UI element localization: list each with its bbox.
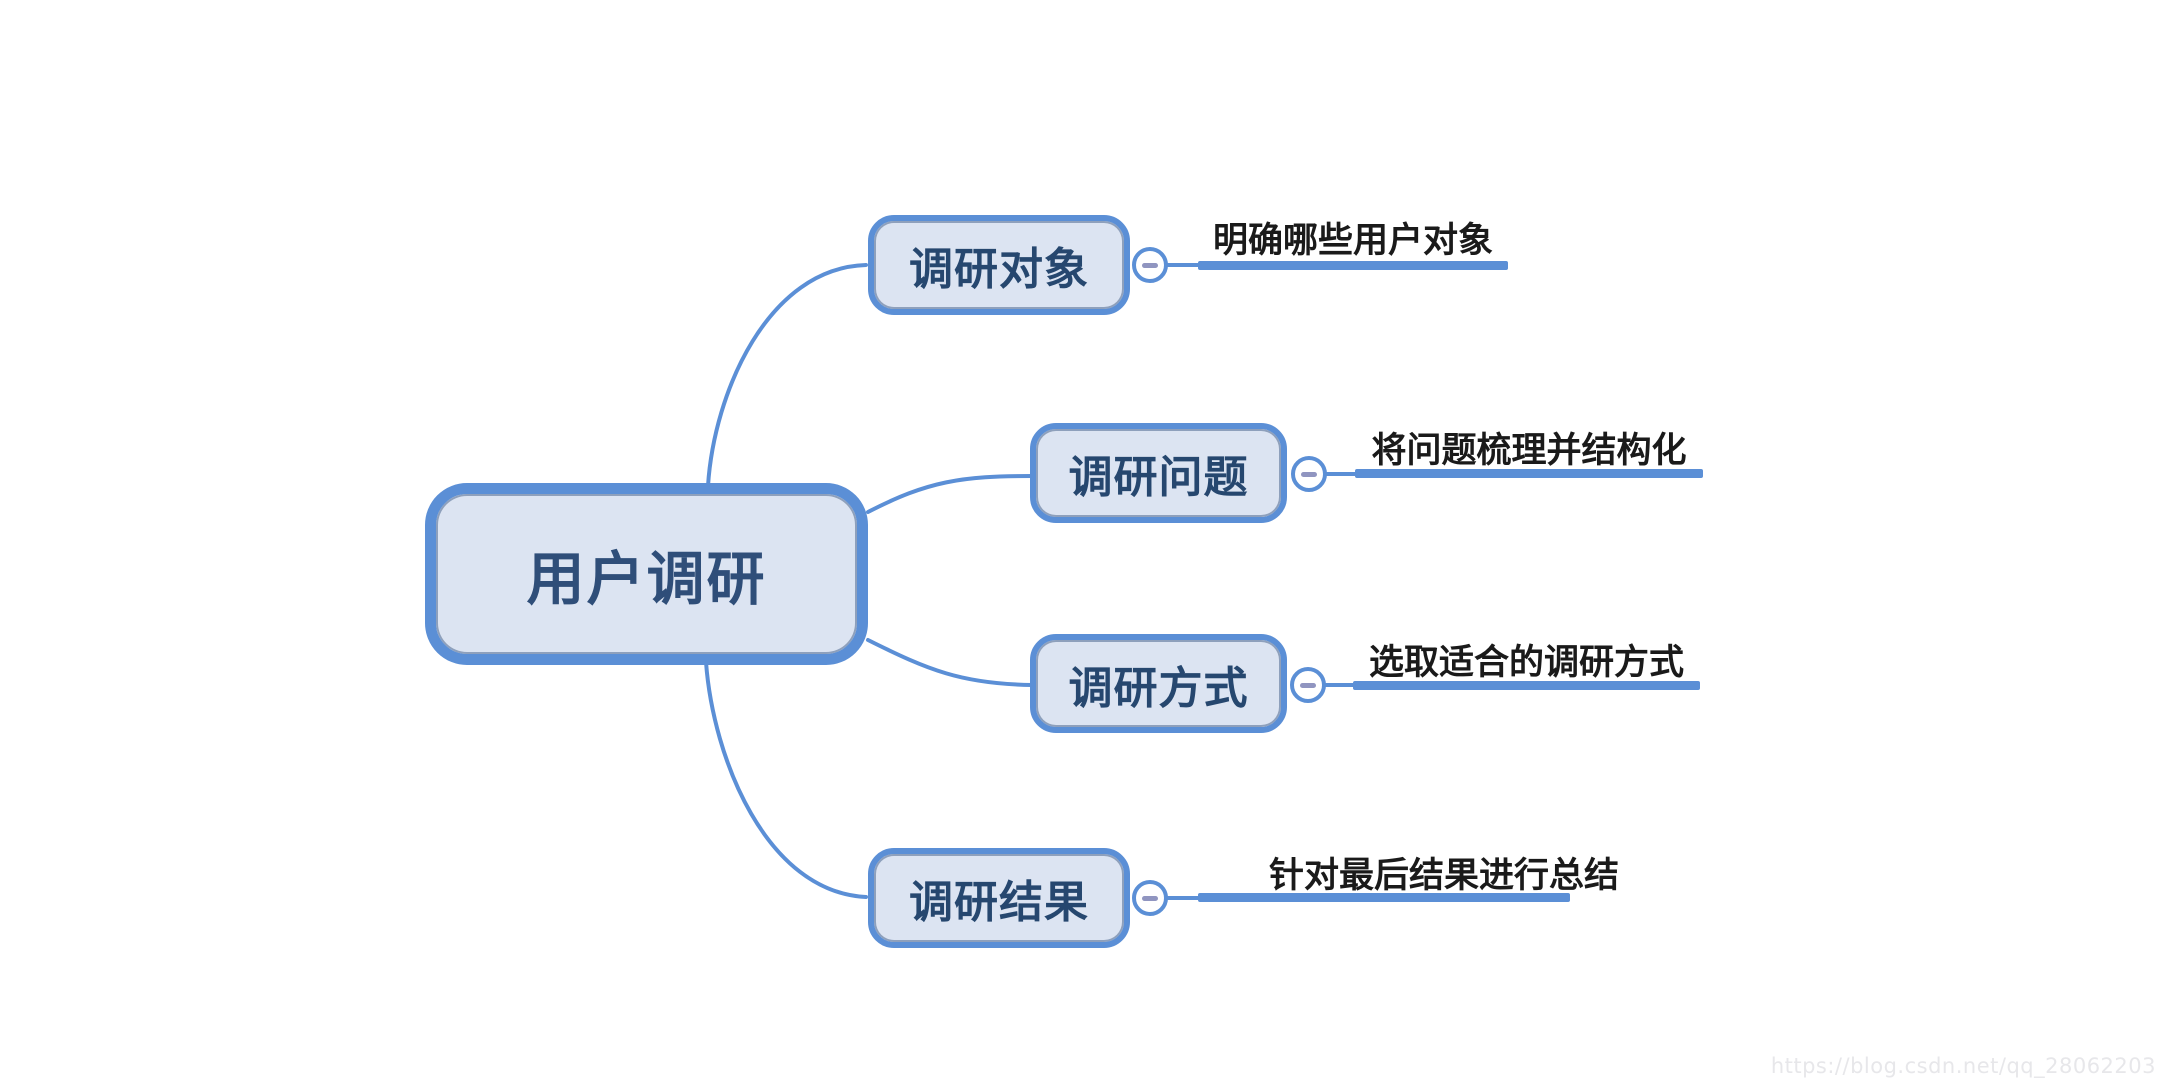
minus-icon <box>1300 682 1316 688</box>
topic-node-1-label: 调研对象 <box>909 244 1089 295</box>
connector-line-4 <box>1164 896 1204 900</box>
collapse-button-3[interactable] <box>1290 667 1326 703</box>
child-topic-4[interactable]: 针对最后结果进行总结 <box>1268 856 1619 896</box>
topic-node-4-label: 调研结果 <box>909 877 1089 928</box>
topic-node-2-label: 调研问题 <box>1068 452 1249 503</box>
topic-node-1[interactable]: 调研对象 <box>868 215 1130 315</box>
child-topic-3[interactable]: 选取适合的调研方式 <box>1368 643 1684 683</box>
curve-to-topic-3 <box>866 638 1034 687</box>
collapse-button-4[interactable] <box>1132 880 1168 916</box>
topic-node-4[interactable]: 调研结果 <box>868 848 1130 948</box>
minus-icon <box>1142 895 1158 901</box>
minus-icon <box>1301 471 1317 477</box>
collapse-button-2[interactable] <box>1291 456 1327 492</box>
connector-line-3 <box>1322 683 1359 687</box>
curve-to-topic-4 <box>704 660 868 899</box>
collapse-button-1[interactable] <box>1132 247 1168 283</box>
child-branch-line-2 <box>1355 469 1703 478</box>
root-node-label: 用户调研 <box>526 545 767 613</box>
child-topic-2[interactable]: 将问题梳理并结构化 <box>1371 431 1687 471</box>
curve-to-topic-2 <box>866 474 1034 514</box>
topic-node-2[interactable]: 调研问题 <box>1030 423 1287 523</box>
topic-node-3[interactable]: 调研方式 <box>1030 634 1287 733</box>
topic-node-3-label: 调研方式 <box>1068 662 1249 714</box>
watermark: https://blog.csdn.net/qq_28062203 <box>1770 1054 2156 1078</box>
child-branch-line-1 <box>1198 261 1508 270</box>
connector-line-2 <box>1323 472 1361 476</box>
connector-line-1 <box>1164 263 1204 267</box>
child-topic-1[interactable]: 明确哪些用户对象 <box>1212 221 1493 261</box>
child-branch-line-3 <box>1353 681 1700 690</box>
minus-icon <box>1142 262 1158 268</box>
child-branch-line-4 <box>1198 893 1570 902</box>
root-node[interactable]: 用户调研 <box>425 483 868 665</box>
curve-to-topic-1 <box>706 263 868 488</box>
